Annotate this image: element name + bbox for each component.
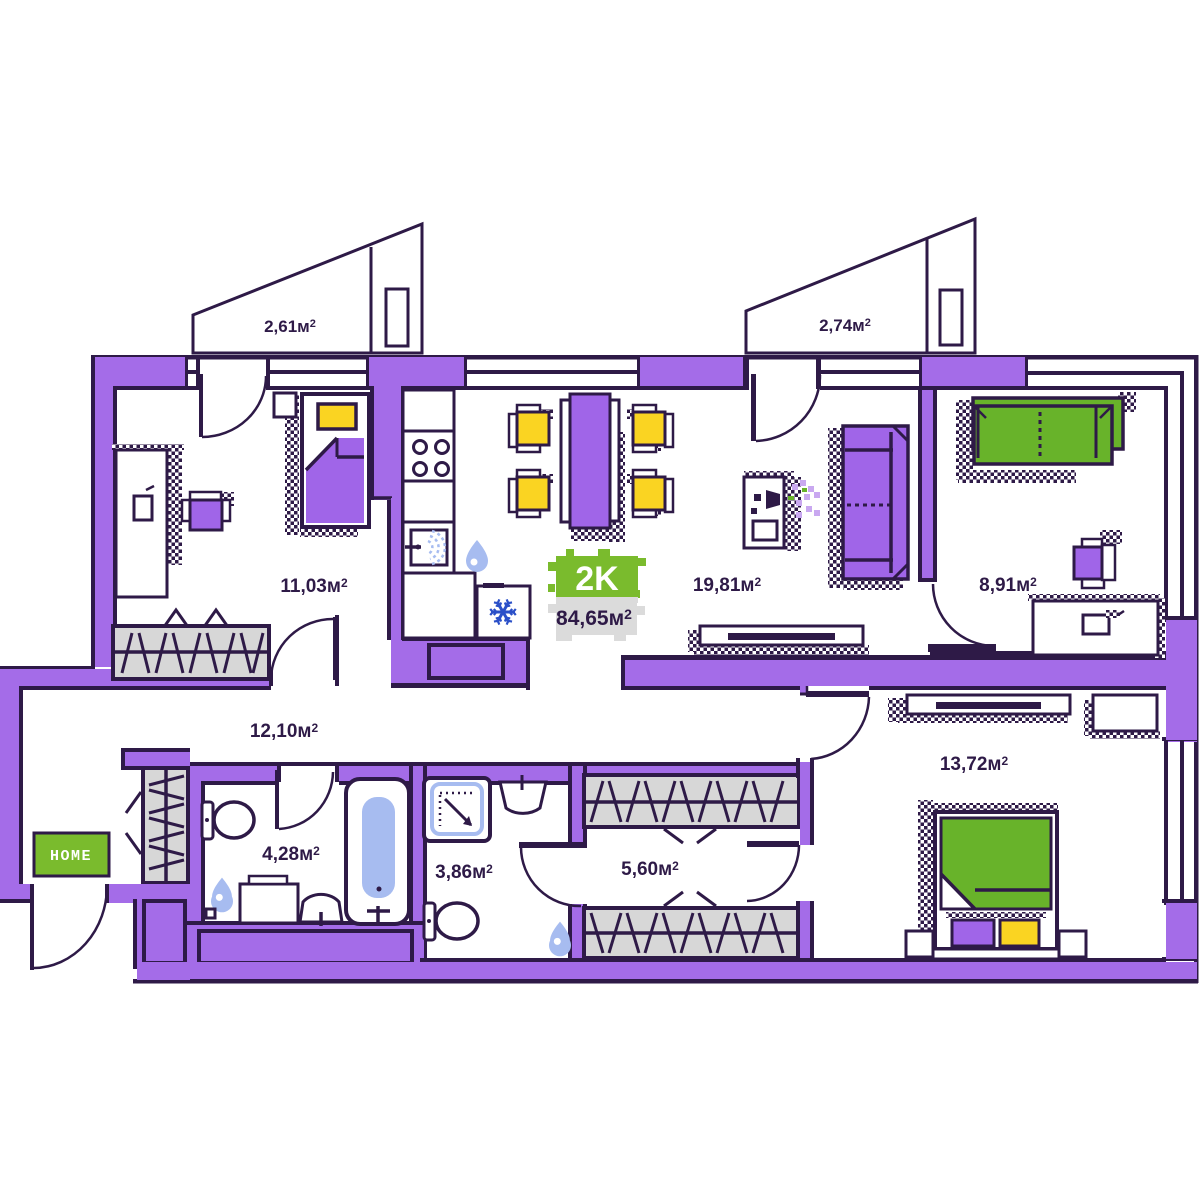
svg-text:2,61м2: 2,61м2 <box>264 317 316 336</box>
svg-text:12,10м2: 12,10м2 <box>250 721 319 742</box>
svg-text:84,65м2: 84,65м2 <box>556 606 632 630</box>
svg-text:19,81м2: 19,81м2 <box>693 575 762 596</box>
svg-text:13,72м2: 13,72м2 <box>940 754 1009 775</box>
svg-text:5,60м2: 5,60м2 <box>621 859 679 880</box>
svg-text:3,86м2: 3,86м2 <box>435 862 493 883</box>
svg-text:HOME: HOME <box>50 848 92 865</box>
svg-text:4,28м2: 4,28м2 <box>262 844 320 865</box>
svg-text:11,03м2: 11,03м2 <box>280 576 348 597</box>
svg-text:2K: 2K <box>575 560 619 598</box>
svg-text:2,74м2: 2,74м2 <box>819 316 871 335</box>
svg-text:8,91м2: 8,91м2 <box>979 575 1037 596</box>
